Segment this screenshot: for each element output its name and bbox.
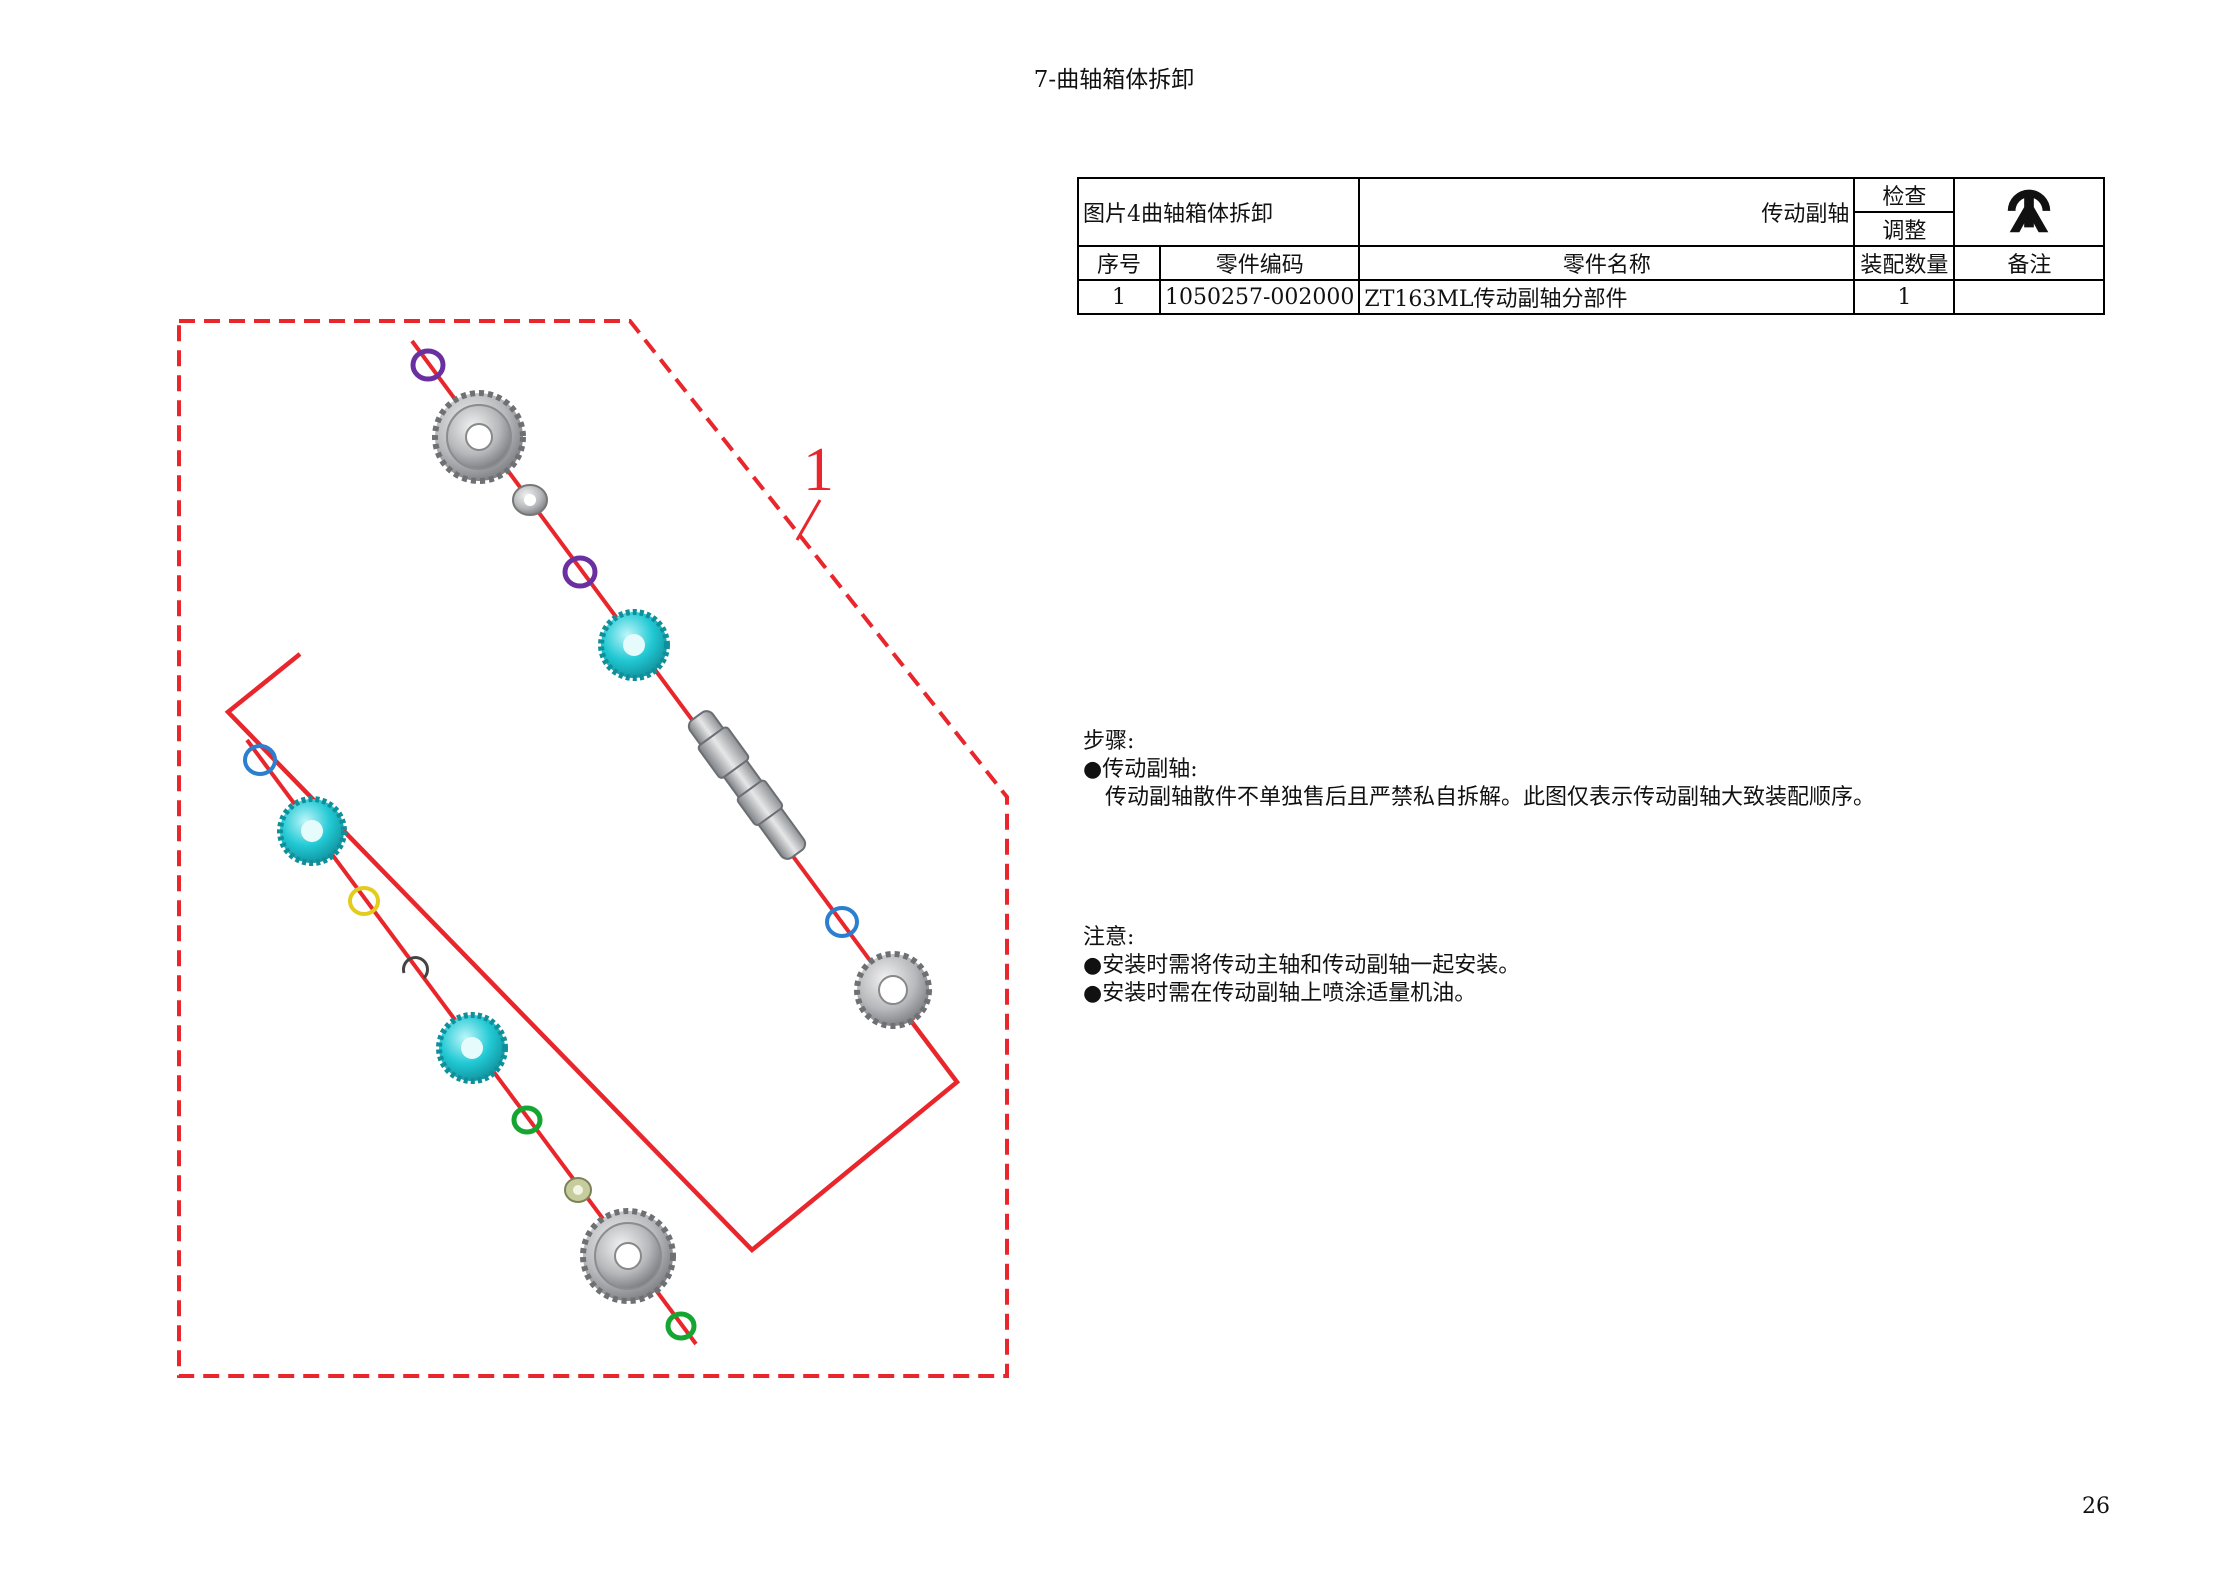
bushing: [564, 1177, 592, 1203]
green-ring-middle: [511, 1105, 543, 1135]
column-header: 备注: [1953, 245, 2106, 281]
step-item-title: ●传动副轴:: [1083, 757, 1198, 782]
exploded-diagram: 1: [177, 319, 1009, 1378]
table-row: 1 1050257-002000 ZT163ML传动副轴分部件 1: [1077, 279, 2106, 315]
gray-gear-bottom: [580, 1208, 676, 1304]
yellow-ring: [348, 886, 380, 916]
green-ring-bottom: [665, 1311, 697, 1341]
table-header-row: 序号 零件编码 零件名称 装配数量 备注: [1077, 245, 2106, 281]
adjust-label: 调整: [1853, 211, 1956, 247]
callout-leader: [795, 499, 822, 541]
column-header: 装配数量: [1853, 245, 1956, 281]
purple-ring-middle: [562, 555, 598, 589]
column-header: 零件编码: [1158, 245, 1361, 281]
note-item: ●安装时需在传动副轴上喷涂适量机油。: [1083, 981, 1477, 1006]
snap-ring: [402, 956, 429, 980]
check-label: 检查: [1853, 177, 1956, 213]
assembly-boundary-dashed: [177, 319, 1009, 1378]
figure-label: 图片4曲轴箱体拆卸: [1076, 177, 1361, 247]
page-number: 26: [2082, 1494, 2110, 1519]
part-name: ZT163ML传动副轴分部件: [1358, 279, 1856, 315]
cyan-gear-lower-2: [436, 1012, 508, 1084]
parts-table: 图片4曲轴箱体拆卸 传动副轴 检查 调整 序号 零件编码 零件名称 装配数量 备…: [1076, 177, 2106, 315]
purple-ring-top: [410, 348, 446, 382]
page-title: 7-曲轴箱体拆卸: [1033, 67, 1195, 93]
column-header: 零件名称: [1358, 245, 1856, 281]
cyan-gear-lower-1: [277, 796, 347, 866]
notes-section: 注意: ●安装时需将传动主轴和传动副轴一起安装。 ●安装时需在传动副轴上喷涂适量…: [1083, 924, 1520, 1008]
cyan-gear-upper: [598, 609, 670, 681]
row-number: 1: [1077, 279, 1161, 315]
note-item: ●安装时需将传动主轴和传动副轴一起安装。: [1083, 953, 1521, 978]
assembly-name: 传动副轴: [1358, 177, 1856, 247]
part-code: 1050257-002000: [1158, 279, 1361, 315]
steps-section: 步骤: ●传动副轴: 传动副轴散件不单独售后且严禁私自拆解。此图仅表示传动副轴大…: [1083, 728, 1875, 812]
countershaft: [687, 710, 807, 860]
blue-ring-lower: [243, 744, 277, 776]
needle-bearing-top: [512, 484, 548, 516]
gray-gear-right: [854, 951, 932, 1029]
column-header: 序号: [1077, 245, 1161, 281]
notes-heading: 注意:: [1083, 925, 1135, 950]
steps-heading: 步骤:: [1083, 729, 1135, 754]
blue-ring-upper: [825, 906, 859, 938]
callout-label: 1: [803, 436, 834, 504]
logo-icon: [2008, 189, 2051, 233]
company-logo: [1953, 177, 2106, 247]
sub-group-outline: [224, 652, 961, 1254]
gray-gear-top: [432, 390, 526, 484]
remark: [1953, 279, 2106, 315]
step-item-text: 传动副轴散件不单独售后且严禁私自拆解。此图仅表示传动副轴大致装配顺序。: [1105, 785, 1876, 810]
assembly-quantity: 1: [1853, 279, 1956, 315]
